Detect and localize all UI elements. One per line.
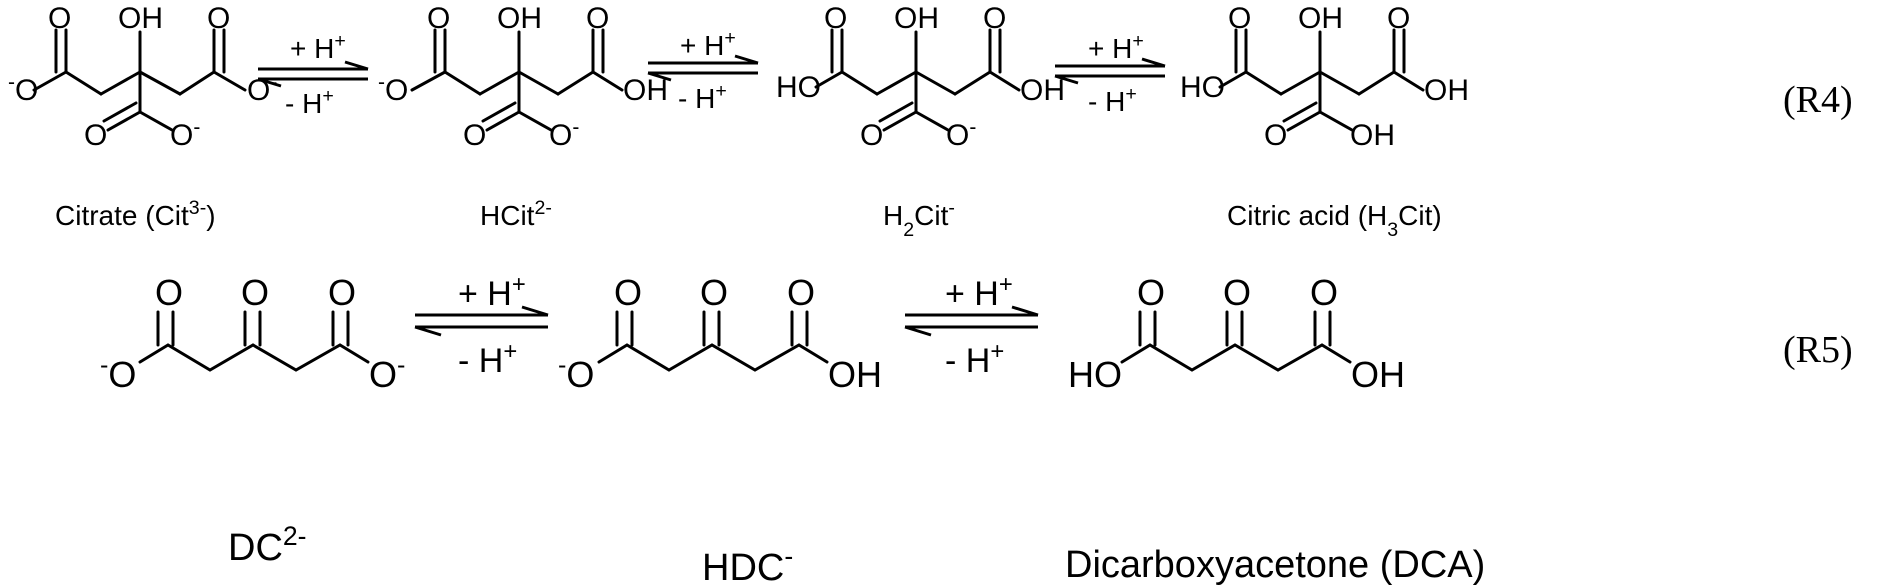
reverse-condition: - H+	[285, 85, 334, 119]
dca-structure: O O O HO OH	[1068, 272, 1405, 395]
carbonyl-oxygen: O	[1228, 2, 1251, 35]
carbonyl-oxygen: O	[463, 119, 486, 152]
carboxyl-left: HO	[776, 71, 821, 104]
carboxylate-bottom: O-	[549, 116, 579, 153]
species-name-citrate: Citrate (Cit3-)	[55, 197, 216, 231]
equilibrium-arrow: + H+ - H+	[257, 30, 369, 119]
carbonyl-oxygen: O	[860, 119, 883, 152]
equilibrium-arrow: + H+ - H+	[904, 271, 1039, 381]
carbonyl-oxygen: O	[1387, 2, 1410, 35]
carbonyl-oxygen: O	[1264, 119, 1287, 152]
carbonyl-oxygen: O	[1137, 272, 1165, 313]
carboxylate-left: -O	[558, 351, 594, 395]
carboxyl-right: OH	[1424, 74, 1469, 107]
carbonyl-oxygen: O	[586, 2, 609, 35]
carbonyl-oxygen: O	[427, 2, 450, 35]
forward-condition: + H+	[680, 27, 736, 61]
ketone-oxygen: O	[700, 272, 728, 313]
carboxyl-right: OH	[1020, 74, 1065, 107]
reverse-condition: - H+	[945, 338, 1004, 381]
hydroxyl-label: OH	[894, 2, 939, 35]
species-name-hcit: HCit2-	[480, 197, 552, 231]
species-name-hdc: HDC-	[702, 541, 793, 586]
reverse-condition: - H+	[678, 80, 727, 114]
carboxyl-right: OH	[623, 74, 668, 107]
species-name-h2cit: H2Cit-	[883, 197, 955, 241]
ketone-oxygen: O	[241, 272, 269, 313]
carbonyl-oxygen: O	[787, 272, 815, 313]
carboxylate-right: O-	[369, 351, 405, 395]
hydroxyl-label: OH	[1298, 2, 1343, 35]
carboxylate-left: -O	[8, 71, 38, 108]
forward-condition: + H+	[458, 271, 526, 314]
carboxyl-right: OH	[828, 354, 882, 395]
reaction-label-r5: (R5)	[1783, 329, 1853, 371]
carboxylate-bottom: O-	[170, 116, 200, 153]
carboxylate-left: -O	[378, 71, 408, 108]
equilibrium-arrow: + H+ - H+	[1054, 30, 1166, 117]
carboxyl-bottom: OH	[1350, 119, 1395, 152]
forward-condition: + H+	[290, 30, 346, 64]
carbonyl-oxygen: O	[155, 272, 183, 313]
citrate-structure: OH O -O O O- O O-	[8, 2, 277, 152]
carboxylate-bottom: O-	[946, 116, 976, 153]
carboxylate-left: -O	[100, 351, 136, 395]
hdc-structure: O O O -O OH	[558, 272, 882, 395]
carboxylate-right: O-	[247, 71, 277, 108]
species-name-dca: Dicarboxyacetone (DCA)	[1065, 544, 1485, 586]
carbonyl-oxygen: O	[328, 272, 356, 313]
forward-condition: + H+	[1088, 30, 1144, 64]
citric-acid-structure: OH O HO O OH O OH	[1180, 2, 1469, 152]
carbonyl-oxygen: O	[207, 2, 230, 35]
carboxyl-right: OH	[1351, 354, 1405, 395]
dc-structure: O O O -O O-	[100, 272, 405, 395]
species-name-dc: DC2-	[228, 521, 307, 569]
hcit-structure: OH O -O O OH O O-	[378, 2, 668, 152]
hydroxyl-label: OH	[118, 2, 163, 35]
hydroxyl-label: OH	[497, 2, 542, 35]
carbonyl-oxygen: O	[983, 2, 1006, 35]
equilibrium-arrow: + H+ - H+	[647, 27, 759, 114]
carbonyl-oxygen: O	[824, 2, 847, 35]
forward-condition: + H+	[945, 271, 1013, 314]
carboxyl-left: HO	[1180, 71, 1225, 104]
carbonyl-oxygen: O	[48, 2, 71, 35]
h2cit-structure: OH O HO O OH O O-	[776, 2, 1065, 152]
equilibrium-arrow: + H+ - H+	[414, 271, 549, 381]
carbonyl-oxygen: O	[1310, 272, 1338, 313]
carboxyl-left: HO	[1068, 354, 1122, 395]
reaction-label-r4: (R4)	[1783, 79, 1853, 121]
species-name-citric-acid: Citric acid (H3Cit)	[1227, 200, 1442, 241]
carbonyl-oxygen: O	[84, 119, 107, 152]
carbonyl-oxygen: O	[614, 272, 642, 313]
reverse-condition: - H+	[1088, 83, 1137, 117]
ketone-oxygen: O	[1223, 272, 1251, 313]
reverse-condition: - H+	[458, 338, 517, 381]
